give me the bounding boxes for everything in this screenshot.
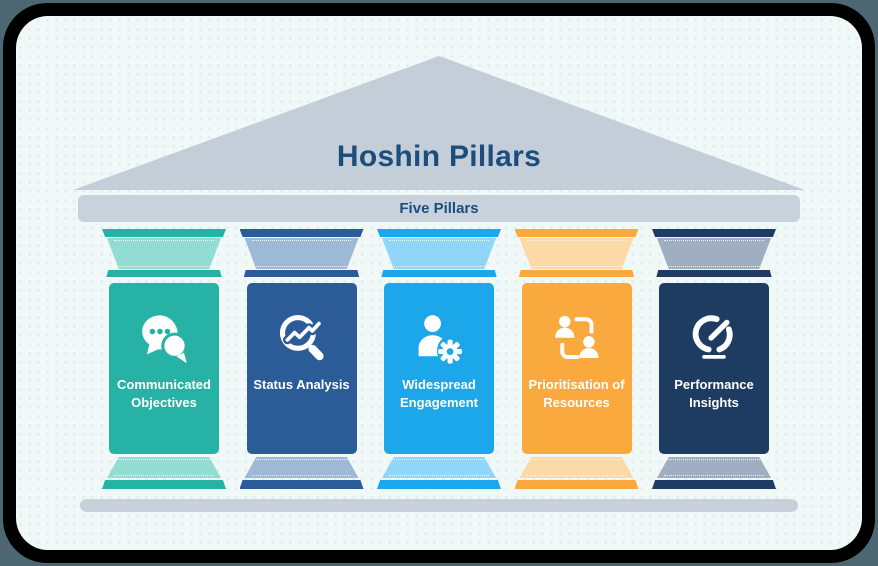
base-floor [80,499,798,512]
pillar-base-plinth [377,480,501,489]
magnifier-chart-icon [274,309,330,365]
pillar-capital-top [652,229,776,237]
pillar-capital-band [656,270,772,277]
pillar-capital-flare [656,238,772,269]
pillar-label: Performance Insights [674,377,754,410]
pillar-performance-insights: Performance Insights [652,229,776,493]
banner-label: Five Pillars [399,200,479,217]
pillar-shaft: Communicated Objectives [109,283,219,454]
pillar-prioritisation-of-resources: Prioritisation of Resources [514,229,639,493]
pillar-capital-flare [244,238,359,269]
pillar-shaft: Widespread Engagement [384,283,494,454]
pillar-status-analysis: Status Analysis [239,229,364,493]
pillar-communicated-objectives: Communicated Objectives [102,229,226,493]
pillar-capital-top [239,229,364,237]
pillar-base-flare [656,457,772,478]
pillar-label: Widespread Engagement [399,377,478,410]
pillar-capital-flare [106,238,222,269]
pillar-capital-top [102,229,226,237]
pillar-shaft: Performance Insights [659,283,769,454]
pillar-capital-top [514,229,639,237]
pillar-base-flare [106,457,222,478]
pillar-base-flare [519,457,634,478]
pillar-base-plinth [652,480,776,489]
pillar-base-plinth [102,480,226,489]
person-gear-icon [411,309,467,365]
pediment-triangle: Hoshin Pillars [73,56,805,190]
pillar-capital-top [377,229,501,237]
pillar-base-flare [244,457,359,478]
pillar-widespread-engagement: Widespread Engagement [377,229,501,493]
pillar-capital-band [106,270,222,277]
chat-bubbles-icon [136,309,192,365]
gauge-icon [686,309,742,365]
pillar-base-plinth [239,480,364,489]
pillar-capital-band [243,270,360,277]
pillar-label: Prioritisation of Resources [528,377,625,410]
pillar-shaft: Status Analysis [246,283,357,454]
pillar-capital-flare [381,238,497,269]
pillar-capital-band [518,270,635,277]
pillars-row: Communicated Objectives [102,229,776,493]
pillar-shaft: Prioritisation of Resources [521,283,632,454]
pillar-capital-band [381,270,497,277]
pillar-base-flare [381,457,497,478]
pillar-label: Communicated Objectives [117,377,211,410]
pillar-label: Status Analysis [253,377,350,392]
entablature-banner: Five Pillars [78,195,800,222]
card-background: Hoshin Pillars Five Pillars [16,16,862,550]
diagram-title: Hoshin Pillars [336,140,542,173]
people-exchange-icon [549,309,605,365]
pillar-base-plinth [514,480,639,489]
pillar-capital-flare [519,238,634,269]
